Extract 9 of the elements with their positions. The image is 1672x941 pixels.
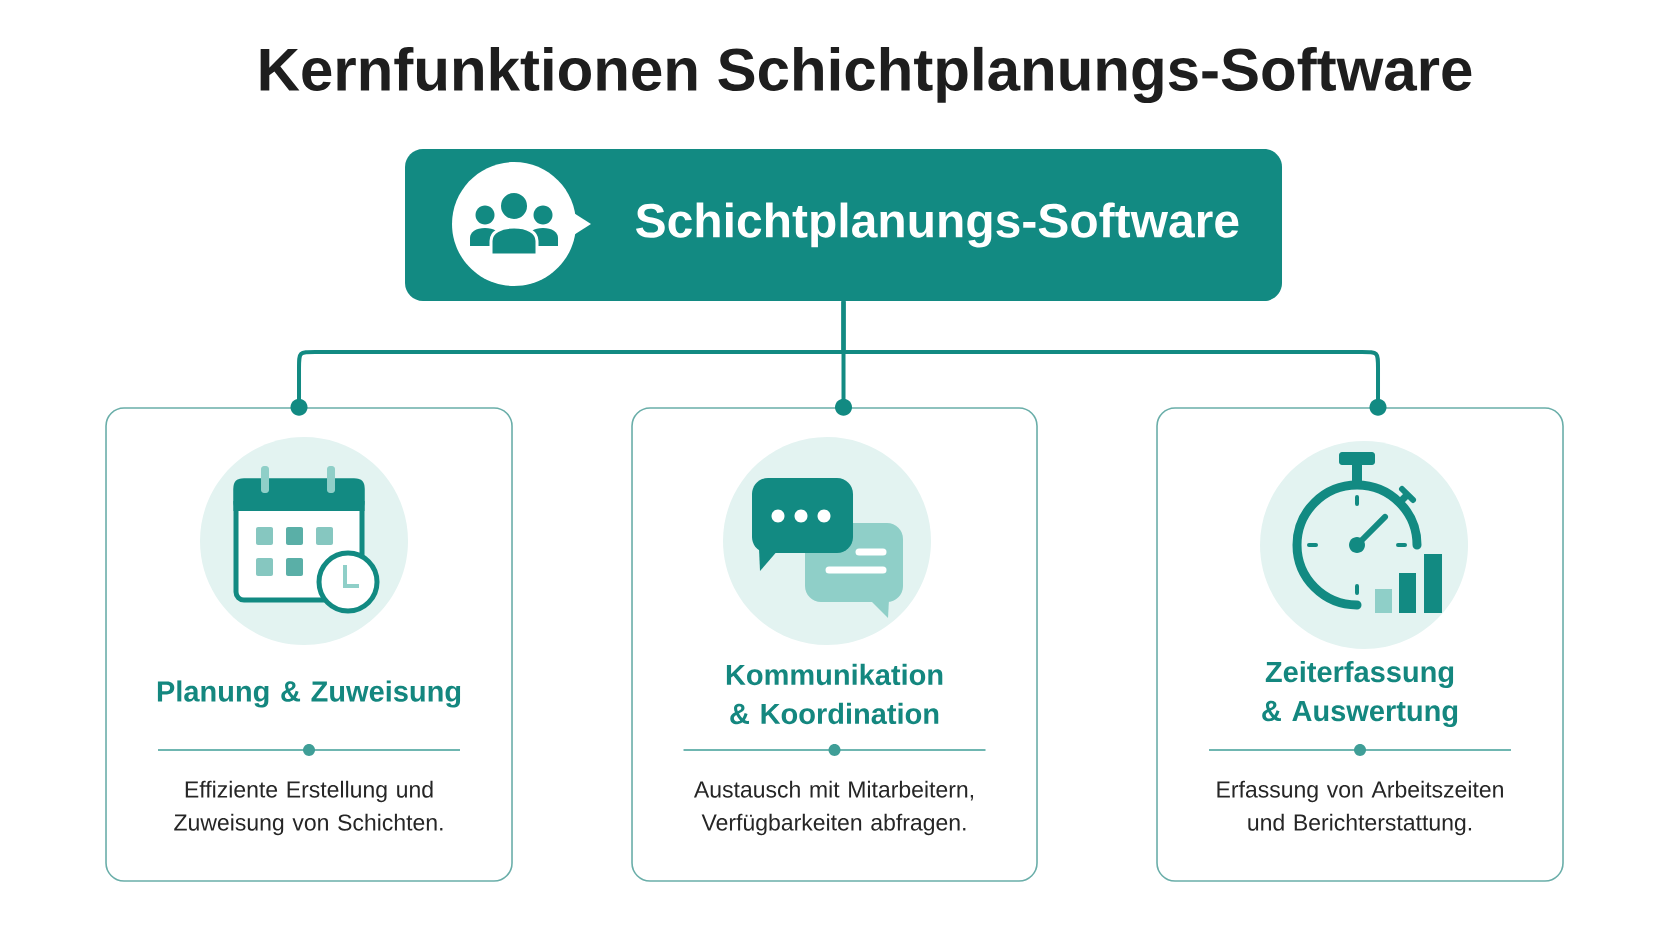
title: Kernfunktionen Schichtplanungs-Software: [260, 46, 1472, 104]
card-heading: Planung & Zuweisung: [157, 680, 461, 708]
card-heading: Zeiterfassung & Auswertung: [1262, 660, 1458, 728]
card-description: Austausch mit Mitarbeitern, Verfügbarkeiten abfragen.: [693, 780, 973, 836]
card-description: Erfassung von Arbeitszeiten und Berichterstattung.: [1217, 780, 1503, 836]
card-heading: Kommunikation & Koordination: [726, 663, 943, 725]
header-box: Schichtplanungs-Software: [405, 149, 1282, 301]
connector-line: [841, 301, 1387, 416]
card-description: Effiziente Erstellung und Zuweisung von Schichten.: [174, 780, 443, 836]
